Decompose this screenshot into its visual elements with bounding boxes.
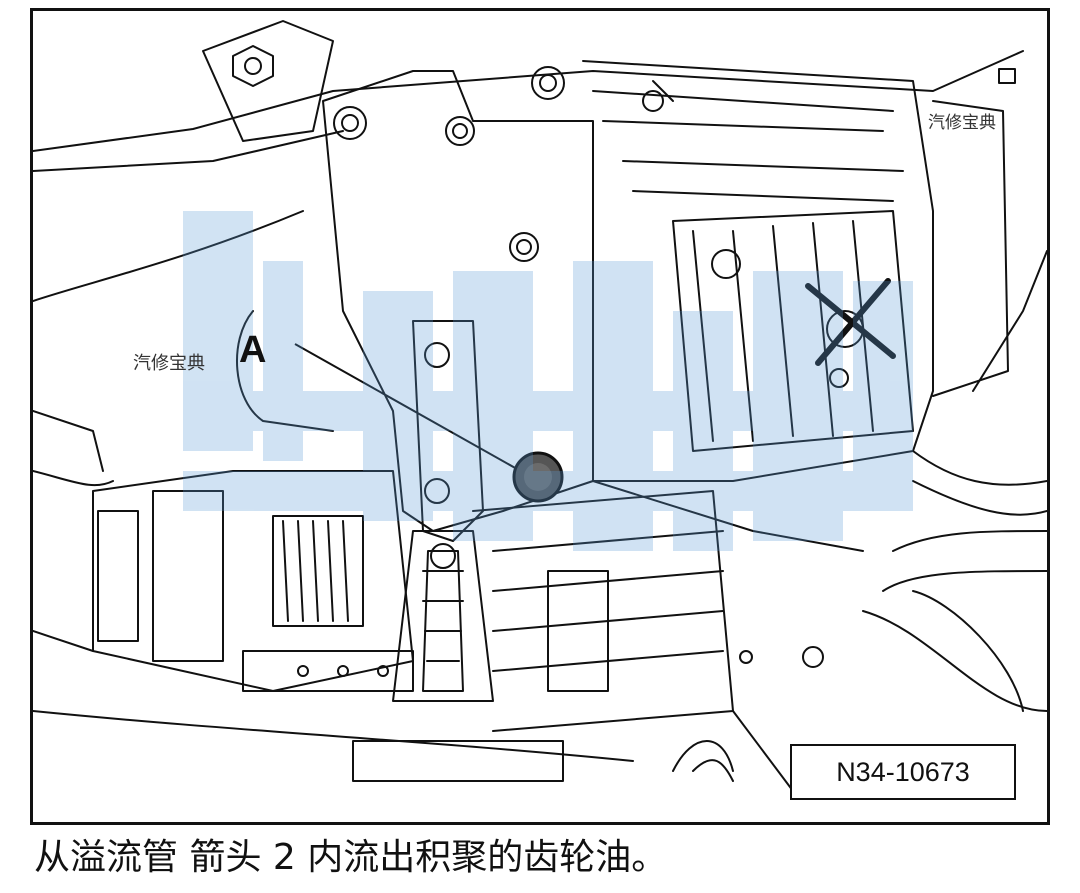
watermark-overlay [183,211,913,551]
technical-illustration: 汽修宝典 汽修宝典 A N34-10673 [30,8,1050,825]
watermark-label-middle: 汽修宝典 [133,353,205,374]
caption-text: 从溢流管 箭头 2 内流出积聚的齿轮油。 [34,837,668,878]
leader-line [294,343,534,479]
figure-id-box: N34-10673 [790,744,1016,800]
drain-plug [512,451,564,503]
watermark-label-top: 汽修宝典 [928,113,996,133]
callout-label-a: A [239,329,267,371]
transmission-line-drawing [33,20,1047,792]
x-mark [805,278,896,366]
